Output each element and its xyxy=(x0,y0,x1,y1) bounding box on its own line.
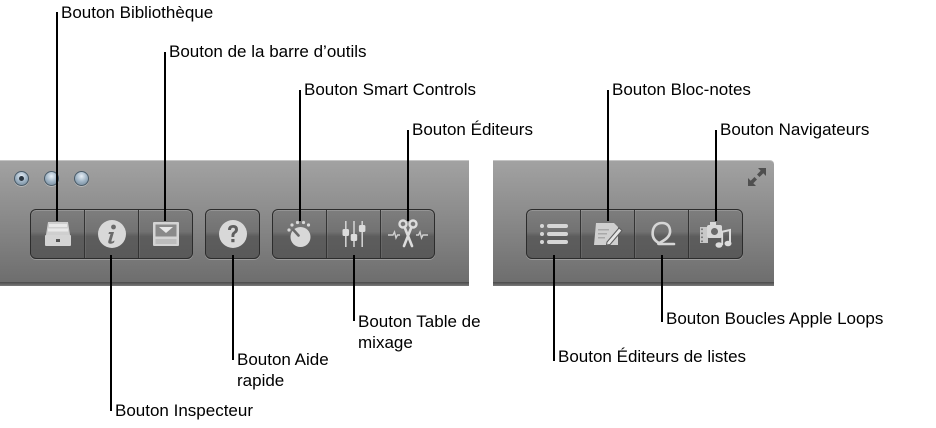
fullscreen-arrows-icon[interactable] xyxy=(746,166,768,188)
inspector-leader-line xyxy=(110,255,112,411)
panel-bottom-border xyxy=(0,282,469,286)
editors-button[interactable] xyxy=(380,210,434,258)
scissors-waveform-icon xyxy=(387,219,428,248)
knob-icon xyxy=(286,220,310,247)
smart-controls-callout: Bouton Smart Controls xyxy=(304,80,476,99)
list-editors-leader-line xyxy=(553,255,555,361)
note-pads-callout: Bouton Bloc-notes xyxy=(612,80,751,99)
notepad-pencil-icon xyxy=(593,223,623,246)
inspector-callout: Bouton Inspecteur xyxy=(115,401,253,420)
note-pads-leader-line xyxy=(607,90,609,221)
mix-buttons-group xyxy=(272,209,435,259)
toolbar-button[interactable] xyxy=(138,210,192,258)
browsers-button[interactable] xyxy=(688,210,742,258)
library-drawer-icon xyxy=(44,222,71,246)
quick-help-leader-line xyxy=(232,255,234,360)
media-browser-icon xyxy=(699,222,731,248)
library-callout: Bouton Bibliothèque xyxy=(61,3,214,22)
toolbar-panel-icon xyxy=(152,222,179,246)
faders-icon xyxy=(342,221,365,247)
quick-help-callout-line1: Bouton Aide xyxy=(237,350,329,369)
list-editors-callout: Bouton Éditeurs de listes xyxy=(558,347,747,366)
smart-controls-button[interactable] xyxy=(273,210,326,258)
smart-controls-leader-line xyxy=(299,90,301,221)
mixer-button[interactable] xyxy=(326,210,380,258)
toolbar-callout: Bouton de la barre d’outils xyxy=(169,42,367,61)
control-bar-right-panel xyxy=(493,160,774,286)
quick-help-callout-line2: rapide xyxy=(237,371,285,390)
apple-loops-callout: Bouton Boucles Apple Loops xyxy=(666,309,884,328)
quick-help-button[interactable] xyxy=(206,210,259,258)
mixer-callout-line2: mixage xyxy=(358,333,413,352)
close-window-button[interactable] xyxy=(14,171,29,186)
zoom-window-button[interactable] xyxy=(74,171,89,186)
close-dot-icon xyxy=(19,176,24,181)
quick-help-callout: Bouton Aide rapide xyxy=(237,349,329,391)
library-leader-line xyxy=(56,12,58,221)
mixer-leader-line xyxy=(353,255,355,321)
note-pads-button[interactable] xyxy=(580,210,634,258)
panel-bottom-border xyxy=(493,282,774,286)
apple-loops-button[interactable] xyxy=(634,210,688,258)
minimize-window-button[interactable] xyxy=(44,171,59,186)
help-button-group xyxy=(205,209,260,259)
question-mark-icon xyxy=(218,220,247,248)
library-button[interactable] xyxy=(31,210,84,258)
bulleted-list-icon xyxy=(539,224,568,244)
toolbar-leader-line xyxy=(164,52,166,221)
browsers-callout: Bouton Navigateurs xyxy=(720,120,870,139)
control-bar-left-panel xyxy=(0,160,469,286)
view-buttons-group xyxy=(30,209,193,259)
info-i-icon xyxy=(97,220,126,248)
browsers-leader-line xyxy=(715,130,717,221)
inspector-button[interactable] xyxy=(84,210,138,258)
list-editors-button[interactable] xyxy=(527,210,580,258)
editors-leader-line xyxy=(407,130,409,221)
loop-icon xyxy=(650,221,675,246)
panels-buttons-group xyxy=(526,209,743,259)
mixer-callout: Bouton Table de mixage xyxy=(358,311,481,353)
mixer-callout-line1: Bouton Table de xyxy=(358,312,481,331)
editors-callout: Bouton Éditeurs xyxy=(412,120,533,139)
apple-loops-leader-line xyxy=(661,255,663,322)
